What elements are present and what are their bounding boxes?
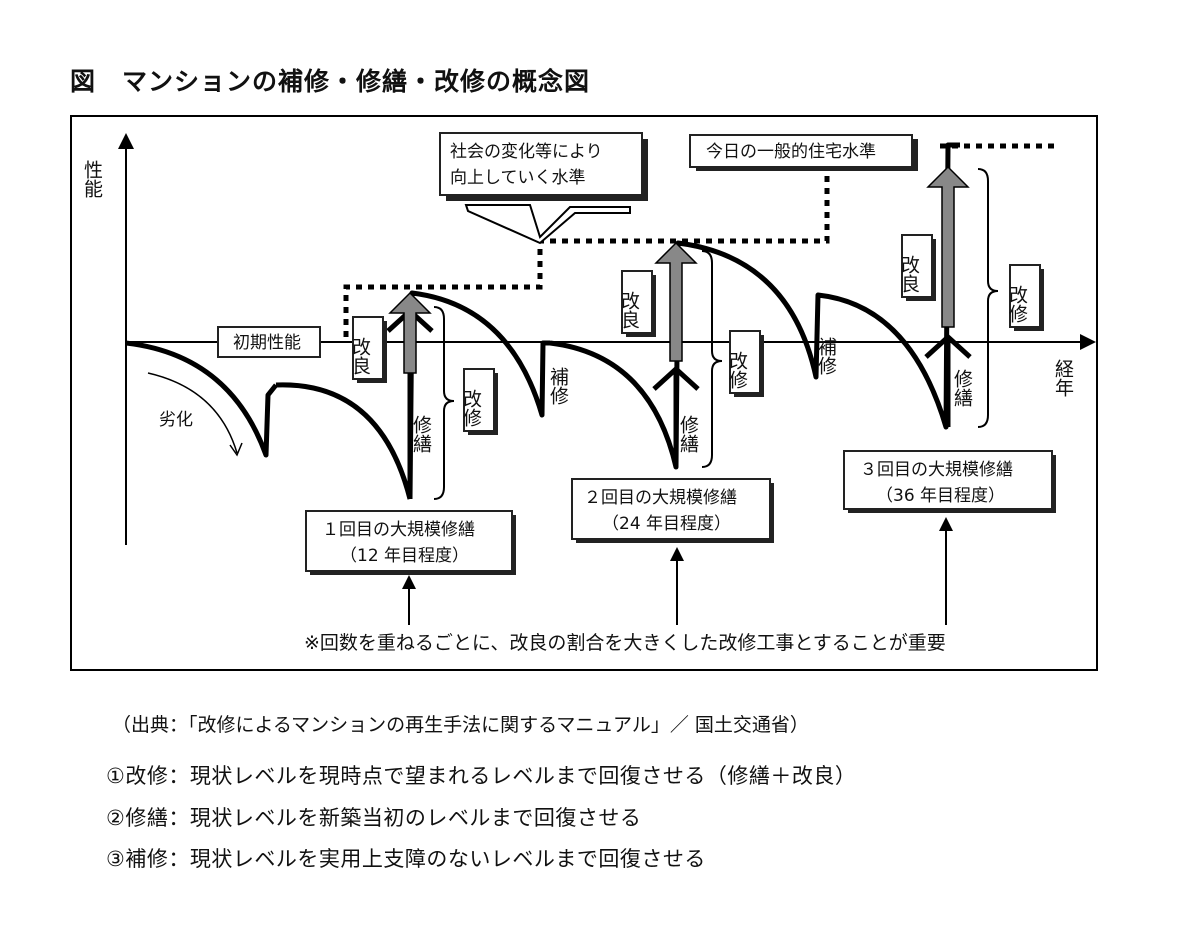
concept-diagram: 性能 経年 初期性能 劣化 社会の変化等により 向上していく水準 今日の一般的住…: [70, 115, 1098, 671]
deterioration-arrow-head-icon: [229, 442, 243, 457]
initial-performance-label: 初期性能: [233, 333, 301, 353]
x-axis-arrow-icon: [1080, 334, 1096, 350]
deterioration-arrow: [147, 372, 238, 454]
rising-standard-label-line2: 向上していく水準: [450, 168, 586, 188]
modification-box-3: [1009, 264, 1041, 328]
current-standard-label: 今日の一般的住宅水準: [706, 142, 876, 162]
modification-label-3: 改修: [1006, 285, 1028, 323]
renovation-box-3: [843, 450, 1053, 510]
renovation-3-line1: ３回目の大規模修繕: [860, 460, 1013, 480]
performance-curve-3: [549, 142, 960, 470]
improvement-label-1: 改良: [349, 337, 371, 375]
source-citation: （出典：「改修によるマンションの再生手法に関するマニュアル」／ 国土交通省）: [112, 714, 809, 736]
diagram-frame: [70, 115, 1098, 671]
y-axis-arrow-icon: [118, 133, 134, 149]
page-title: 図 マンションの補修・修繕・改修の概念図: [70, 67, 591, 96]
renovation-box-2: [571, 478, 771, 540]
rising-standard-box: [439, 132, 643, 196]
renovation-1-pointer-head-icon: [402, 575, 416, 589]
improvement-box-1: [352, 316, 384, 380]
definition-modification: ①改修：現状レベルを現時点で望まれるレベルまで回復させる（修繕＋改良）: [106, 764, 857, 788]
renovation-2-line1: ２回目の大規模修繕: [584, 488, 737, 508]
renovation-3-line2: （36 年目程度）: [876, 486, 1005, 506]
modification-brace-1: [433, 306, 455, 500]
deterioration-label: 劣化: [159, 410, 193, 430]
modification-brace-3: [977, 168, 999, 428]
modification-brace-2: [701, 250, 723, 468]
improvement-arrow-3: [926, 165, 970, 328]
performance-curve-2: [407, 290, 550, 500]
improvement-label-3: 改良: [898, 255, 920, 293]
modification-label-1: 改修: [460, 389, 482, 427]
rising-standard-pointer: [464, 204, 631, 245]
restoration-label-2: 修繕: [677, 415, 699, 453]
modification-box-1: [463, 368, 495, 432]
restoration-arrow-3-head-icon: [924, 333, 972, 359]
diagram-note: ※回数を重ねるごとに、改良の割合を大きくした改修工事とすることが重要: [304, 632, 946, 654]
definition-maintenance: ③補修：現状レベルを実用上支障のないレベルまで回復させる: [106, 847, 706, 871]
x-axis-label: 経年: [1052, 359, 1074, 397]
initial-performance-box: [217, 326, 321, 358]
rising-standard-label-line1: 社会の変化等により: [450, 142, 603, 162]
renovation-2-pointer-head-icon: [670, 547, 684, 561]
improvement-arrow-2: [654, 241, 698, 362]
renovation-3-pointer-head-icon: [939, 517, 953, 531]
performance-curve-1: [125, 340, 278, 458]
renovation-1-line2: （12 年目程度）: [340, 546, 469, 566]
restoration-arrow-2-head-icon: [652, 365, 700, 391]
restoration-label-1: 修繕: [410, 415, 432, 453]
current-standard-box: [689, 134, 913, 168]
maintenance-label-1: 補修: [547, 367, 569, 405]
improvement-box-2: [621, 270, 653, 334]
renovation-2-line2: （24 年目程度）: [602, 514, 731, 534]
y-axis-label: 性能: [81, 160, 103, 198]
modification-box-2: [729, 330, 761, 394]
restoration-label-3: 修繕: [951, 369, 973, 407]
improvement-label-2: 改良: [618, 291, 640, 329]
modification-label-2: 改修: [726, 351, 748, 389]
rising-standard-line: [343, 167, 830, 337]
improvement-box-3: [901, 234, 933, 298]
maintenance-label-2: 補修: [815, 337, 837, 375]
performance-curve-1b: [275, 382, 413, 500]
improvement-arrow-1: [388, 291, 432, 374]
renovation-box-1: [305, 510, 513, 572]
renovation-1-line1: １回目の大規模修繕: [322, 520, 475, 540]
definition-restoration: ②修繕：現状レベルを新築当初のレベルまで回復させる: [106, 806, 642, 830]
